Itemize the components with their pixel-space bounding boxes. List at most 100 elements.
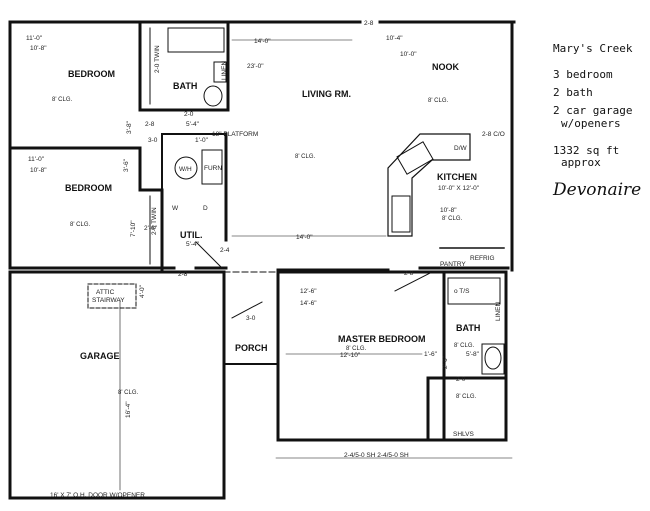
label-w: W: [172, 205, 179, 212]
dim-20: 2-0: [184, 111, 194, 118]
label-wh: W/H: [179, 166, 192, 173]
dim-26: 2'-6": [144, 225, 158, 232]
master-door: [394, 271, 433, 292]
dim-28c: 2-8: [404, 270, 414, 277]
toilet1: [203, 85, 223, 107]
ceiling-bedroom-1: 8' CLG.: [52, 97, 72, 103]
util-door: [195, 241, 223, 269]
room-master-bedroom: MASTER BEDROOM: [338, 334, 426, 344]
room-bath-1: BATH: [173, 81, 197, 91]
dim-kit-size: 10'-0" X 12'-0": [438, 185, 480, 192]
plan-title: Mary's Creek: [553, 42, 633, 55]
ceiling-living: 8' CLG.: [295, 154, 315, 160]
area-text: 1332 sq ft: [553, 144, 620, 157]
ceiling-garage: 8' CLG.: [118, 390, 138, 396]
room-bedroom-2: BEDROOM: [65, 183, 112, 193]
label-linen-2: LINEN: [495, 302, 502, 321]
ceiling-kitchen: 8' CLG.: [442, 216, 462, 222]
tub1: [167, 27, 225, 53]
label-ts: o T/S: [454, 288, 470, 295]
dim-mb-w: 12'-6": [300, 288, 317, 295]
ceiling-bath-2: 8' CLG.: [454, 343, 474, 349]
ceiling-nook: 8' CLG.: [428, 98, 448, 104]
label-furn: FURN: [204, 165, 222, 172]
toilet2: [484, 346, 502, 370]
dim-58: 5'-8": [466, 351, 480, 358]
dim-twin-2: 2-0 TWIN: [151, 207, 158, 235]
ceiling-closet: 8' CLG.: [456, 394, 476, 400]
dim-garage-door: 16' X 7' O.H. DOOR W/OPENER: [50, 492, 145, 499]
label-platform: 18" PLATFORM: [212, 131, 258, 138]
dim-10: 1'-0": [195, 137, 209, 144]
dim-28b: 2-8: [178, 271, 188, 278]
dim-b1-w: 11'-0": [26, 35, 43, 42]
room-porch: PORCH: [235, 343, 268, 353]
room-nook: NOOK: [432, 62, 460, 72]
room-bath-2: BATH: [456, 323, 480, 333]
garage-outline: [8, 270, 226, 500]
water-heater: [174, 156, 198, 180]
tub2: [447, 277, 501, 305]
feature-baths: 2 bath: [553, 86, 593, 99]
room-kitchen: KITCHEN: [437, 172, 477, 182]
master-bedroom-walls: [276, 270, 446, 442]
dim-lr-top: 14'-0": [254, 38, 271, 45]
designer-signature: Devonaire: [553, 180, 642, 200]
dim-20b: 2-0: [456, 376, 466, 383]
dim-b1-d: 10'-8": [30, 45, 47, 52]
ceiling-master: 8' CLG.: [346, 346, 366, 352]
dim-kit-w: 10'-8": [440, 207, 457, 214]
attic-stairway: [87, 283, 137, 309]
kitchen-stove: [391, 195, 411, 233]
kitchen-sink: [396, 141, 434, 175]
feature-openers: w/openers: [561, 117, 621, 130]
dim-28a: 2-8: [145, 121, 155, 128]
dim-lr-depth: 23'-0": [247, 63, 264, 70]
dim-co: 2-8 C/O: [482, 131, 505, 138]
dim-24: 2-4: [220, 247, 230, 254]
dim-b2-w: 11'-0": [28, 156, 45, 163]
feature-garage: 2 car garage: [553, 104, 633, 117]
bath2-walls: [442, 270, 508, 442]
dim-mb-w2: 12'-10": [340, 352, 361, 359]
label-pantry: PANTRY: [440, 261, 466, 268]
furnace: [201, 149, 223, 185]
dim-nook-d: 10'-0": [400, 51, 417, 58]
ceiling-bedroom-2: 8' CLG.: [70, 222, 90, 228]
label-d: D: [203, 205, 208, 212]
dim-window-sh: 2-4/5-0 SH 2-4/5-0 SH: [344, 452, 409, 459]
dim-lr-bottom: 14'-0": [296, 234, 313, 241]
porch-door-swing: [231, 301, 263, 319]
dim-54: 5'-4": [186, 121, 200, 128]
dim-porch-30: 3-0: [246, 315, 256, 322]
dim-26b: 2'-6": [442, 355, 449, 369]
linen-cabinet1: [213, 61, 227, 83]
label-linen-1: LINEN: [221, 61, 228, 80]
dim-36: 3'-6": [123, 158, 130, 172]
label-dw: D/W: [454, 145, 468, 152]
room-util: UTIL.: [180, 230, 203, 240]
dim-mb-d: 14'-6": [300, 300, 317, 307]
dim-210: 7'-10": [130, 220, 137, 237]
area-qualifier: approx: [561, 156, 601, 169]
dim-top-28: 2-8: [364, 20, 374, 27]
dim-b2-d: 10'-8": [30, 167, 47, 174]
label-attic: ATTIC: [96, 289, 115, 296]
dim-nook-w: 10'-4": [386, 35, 403, 42]
label-refrig: REFRIG: [470, 255, 495, 262]
vanity2: [481, 343, 505, 375]
feature-bedrooms: 3 bedroom: [553, 68, 613, 81]
label-stairway: STAIRWAY: [92, 297, 125, 304]
dim-30: 3-0: [148, 137, 158, 144]
room-living: LIVING RM.: [302, 89, 351, 99]
room-bedroom-1: BEDROOM: [68, 69, 115, 79]
dim-38: 3'-8": [126, 120, 133, 134]
dim-4-0: 4'-0": [139, 284, 146, 298]
label-shelves: SHLVS: [453, 431, 474, 438]
room-garage: GARAGE: [80, 351, 120, 361]
dim-garage-d: 16'-4": [125, 401, 132, 418]
dim-util-w: 5'-4": [186, 241, 200, 248]
dim-16: 1'-6": [424, 351, 438, 358]
dim-twin-1: 2-0 TWIN: [154, 45, 161, 73]
